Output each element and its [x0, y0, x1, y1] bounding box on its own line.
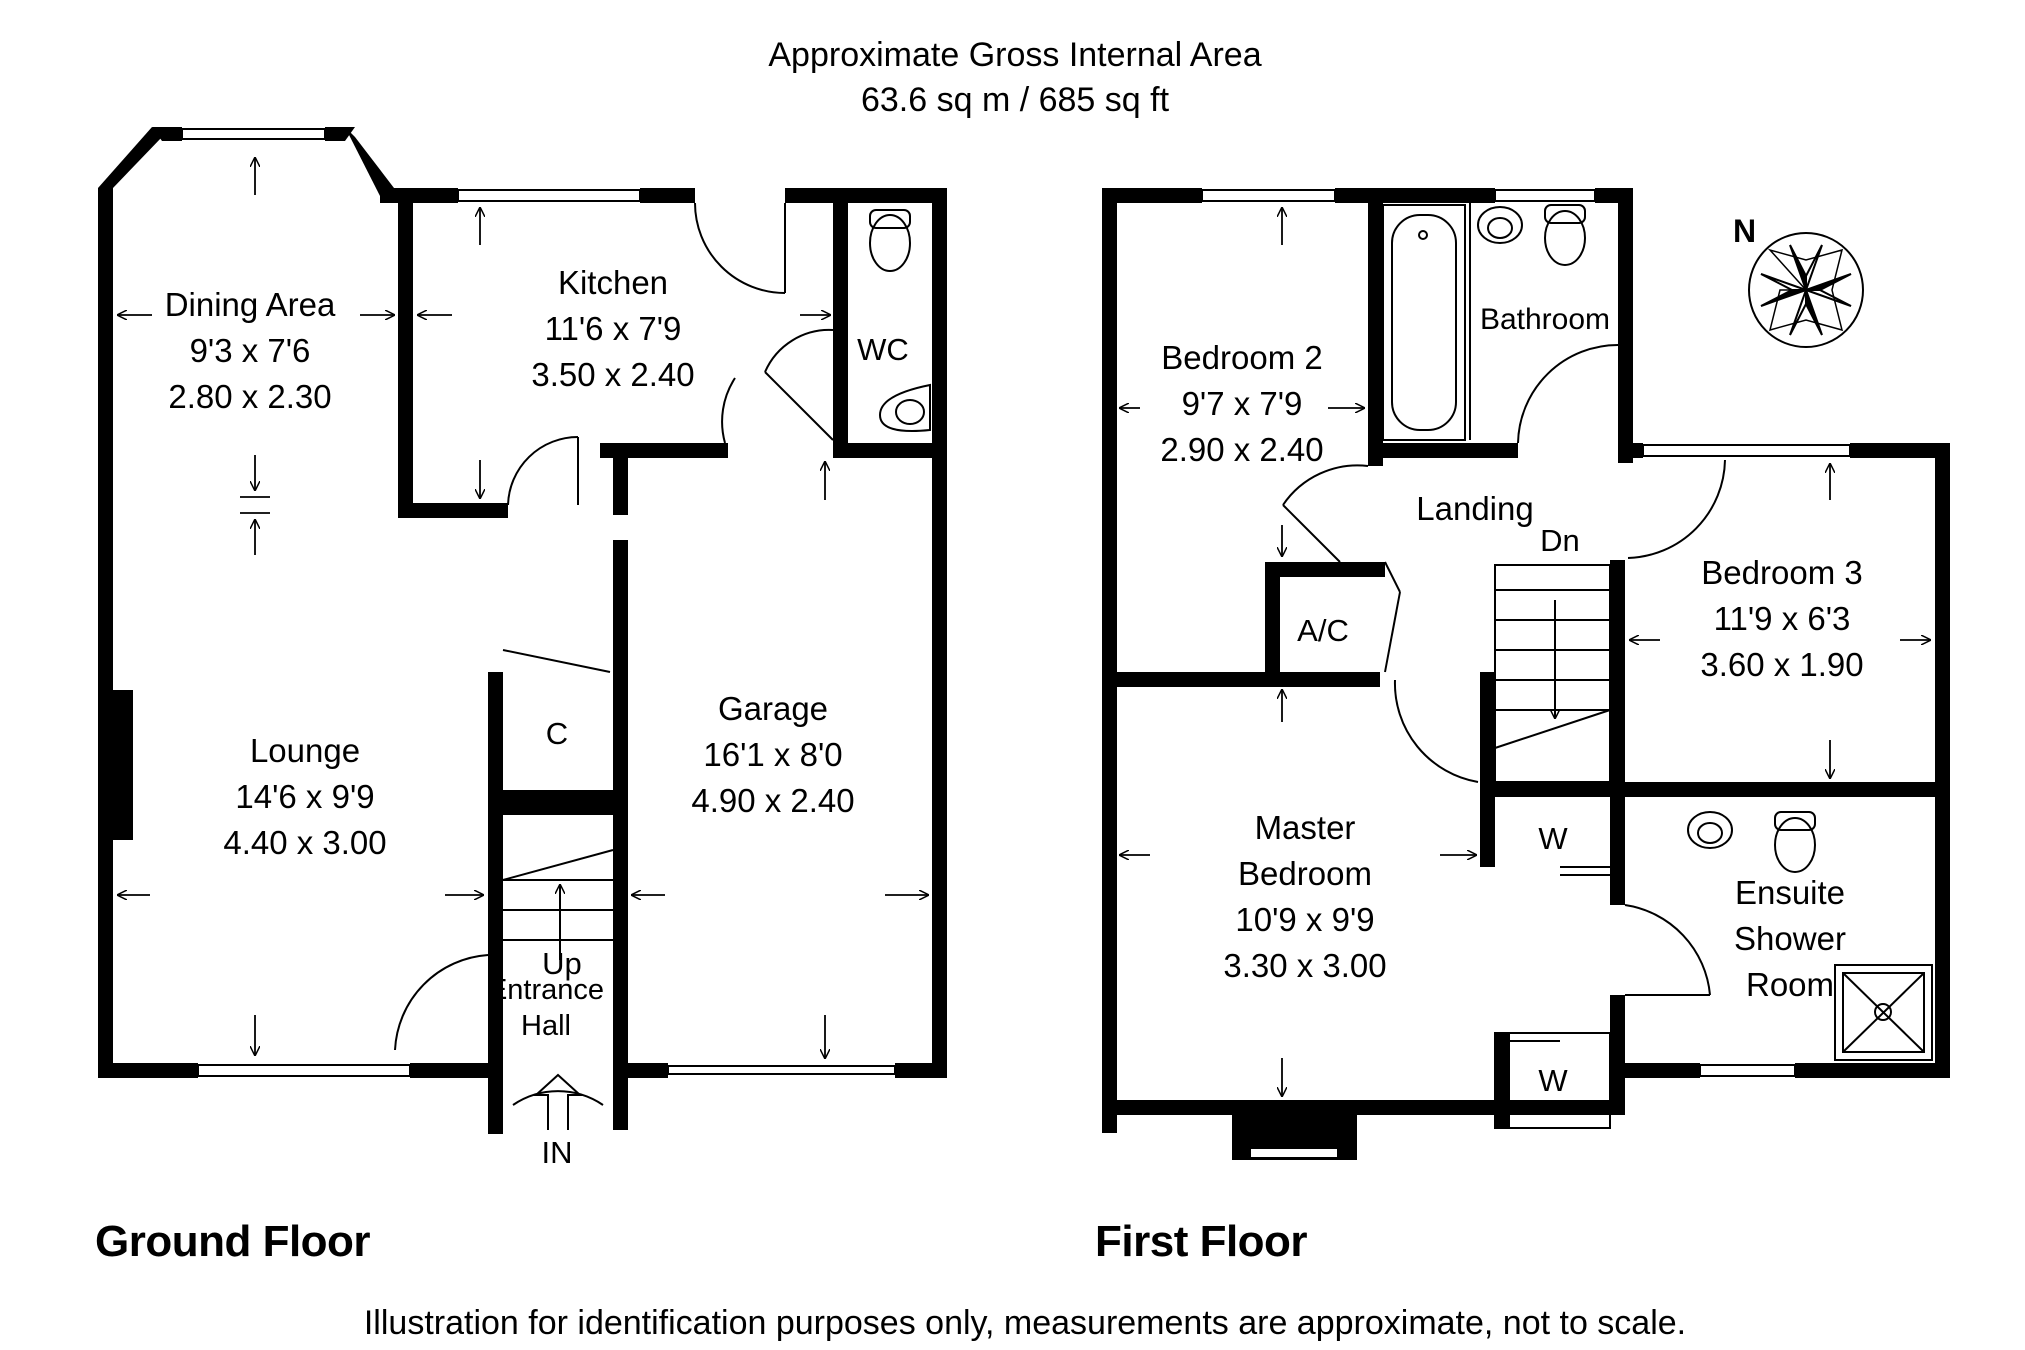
- room-bedroom-3: Bedroom 3 11'9 x 6'3 3.60 x 1.90: [1700, 554, 1864, 683]
- room-cupboard: C: [545, 716, 569, 751]
- room-bedroom-2: Bedroom 2 9'7 x 7'9 2.90 x 2.40: [1160, 339, 1324, 468]
- wardrobe-lower: W: [1538, 1063, 1568, 1098]
- wardrobe-upper: W: [1538, 821, 1568, 856]
- gross-area-value: 63.6 sq m / 685 sq ft: [860, 81, 1170, 119]
- room-kitchen: Kitchen 11'6 x 7'9 3.50 x 2.40: [531, 264, 695, 393]
- room-ensuite-shower: Ensuite Shower Room: [1734, 874, 1846, 1003]
- ground-floor-fixtures: [394, 202, 931, 1130]
- room-garage: Garage 16'1 x 8'0 4.90 x 2.40: [691, 690, 855, 819]
- room-lounge: Lounge 14'6 x 9'9 4.40 x 3.00: [223, 732, 387, 861]
- ground-floor-title: Ground Floor: [95, 1217, 371, 1266]
- first-floor-walls: [1102, 188, 1950, 1160]
- gross-area-label: Approximate Gross Internal Area: [768, 36, 1262, 74]
- first-floor-dimension-arrows: [1120, 208, 1930, 1096]
- first-floor-fixtures: [1282, 203, 1933, 1129]
- ground-floor-dimension-arrows: [118, 158, 928, 1058]
- room-airing-cupboard: A/C: [1297, 613, 1349, 648]
- room-bathroom: Bathroom: [1479, 303, 1611, 336]
- compass-rose-icon: [1748, 232, 1864, 348]
- room-entrance-hall: Entrance Hall: [487, 974, 605, 1042]
- room-landing: Landing: [1416, 490, 1534, 527]
- first-floor-title: First Floor: [1095, 1217, 1308, 1266]
- room-dining-area: Dining Area 9'3 x 7'6 2.80 x 2.30: [164, 286, 336, 415]
- stairs-up-label: Up: [542, 946, 582, 981]
- compass-north-label: N: [1733, 213, 1757, 249]
- entry-label: IN: [541, 1135, 573, 1170]
- stairs-down-label: Dn: [1540, 523, 1580, 558]
- room-master-bedroom: Master Bedroom 10'9 x 9'9 3.30 x 3.00: [1223, 809, 1387, 984]
- disclaimer-text: Illustration for identification purposes…: [363, 1304, 1687, 1342]
- ground-floor-walls: [98, 127, 947, 1134]
- room-wc: WC: [857, 332, 909, 367]
